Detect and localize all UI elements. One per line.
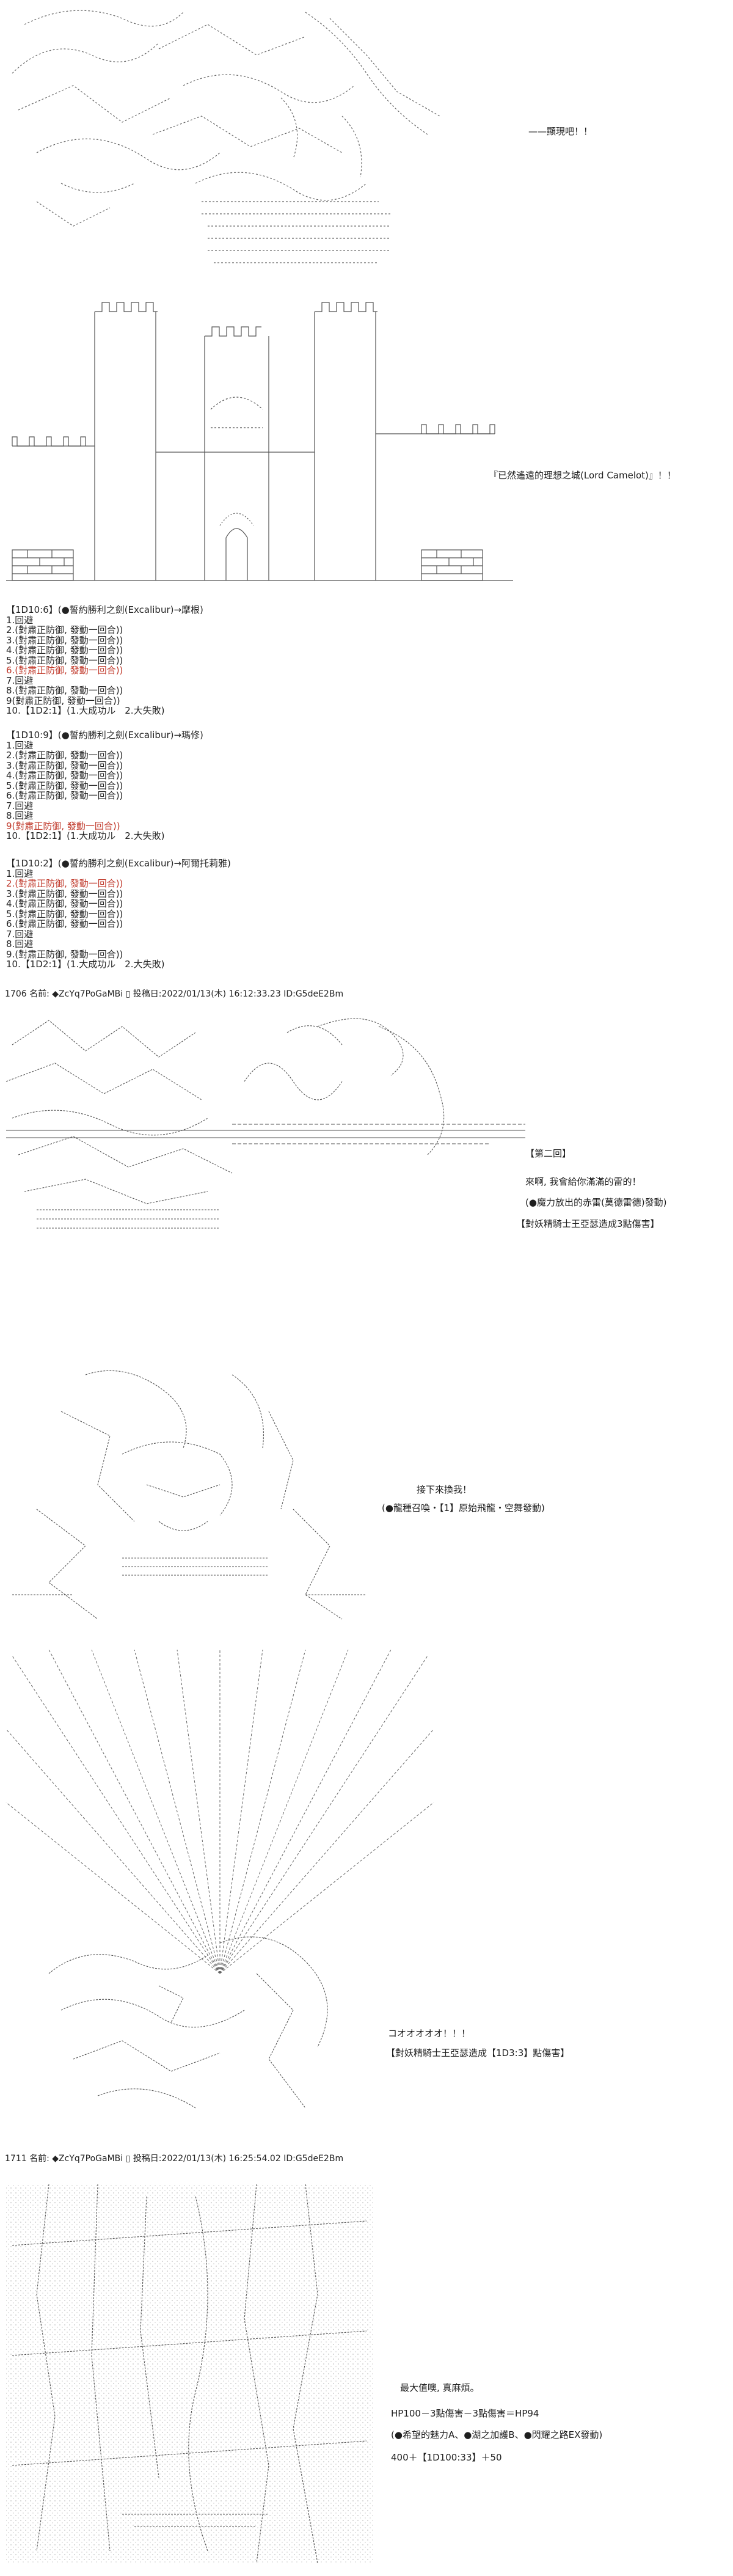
knight-king-figure-icon <box>6 2184 373 2564</box>
roll-option: 3.(對肅正防御, 發動一回合)) <box>6 759 123 771</box>
summoner-skill: (●龍種召喚・【1】原始飛龍・空舞發動) <box>382 1502 545 1513</box>
ascii-art-mordred-thunder <box>0 1008 525 1240</box>
summoner-figure-icon <box>12 1370 366 1620</box>
roll-title: 【1D10:6】(●誓約勝利之劍(Excalibur)→摩根) <box>6 604 203 615</box>
thunder-attack-icon <box>5 1018 525 1229</box>
roll-option: 9(對肅正防御, 發動一回合)) <box>6 695 120 706</box>
ascii-art-fairy-knight-king <box>0 2172 379 2569</box>
roll-option: 7.回避 <box>6 928 34 940</box>
trip-code: ◆ZcYq7PoGaMBi <box>52 2154 123 2164</box>
king-line: 最大值噢, 真麻煩。 <box>400 2382 480 2393</box>
roll-option: 8.(對肅正防御, 發動一回合)) <box>6 685 123 696</box>
roll-option: 2.(對肅正防御, 發動一回合)) <box>6 750 123 761</box>
roll-option: 4.(對肅正防御, 發動一回合)) <box>6 770 123 781</box>
roll-option: 6.(對肅正防御, 發動一回合)) <box>6 790 123 801</box>
roll-option: 7.回避 <box>6 675 34 686</box>
roll-option: 5.(對肅正防御, 發動一回合)) <box>6 908 123 920</box>
trip-code: ◆ZcYq7PoGaMBi <box>52 989 123 999</box>
roll-option: 9.(對肅正防御, 發動一回合)) <box>6 948 123 960</box>
ascii-art-castle <box>0 293 538 599</box>
post-number[interactable]: 1711 <box>5 2154 27 2164</box>
roll-option: 5.(對肅正防御, 發動一回合)) <box>6 780 123 791</box>
post-id[interactable]: ID:G5deE2Bm <box>283 2154 344 2164</box>
roll-option: 3.(對肅正防御, 發動一回合)) <box>6 634 123 646</box>
roll-option: 8.回避 <box>6 939 34 950</box>
roll-option: 5.(對肅正防御, 發動一回合)) <box>6 654 123 666</box>
roll-option: 1.回避 <box>6 739 34 751</box>
roll-option-selected: 6.(對肅正防御, 發動一回合)) <box>6 665 123 676</box>
roll-option: 10.【1D2:1】(1.大成功ル 2.大失敗) <box>6 959 165 970</box>
roll-option: 1.回避 <box>6 868 34 879</box>
date-label: 投稿日: <box>133 2154 162 2164</box>
mail-icon: ▯ <box>125 989 131 999</box>
dragon-icon <box>48 1936 328 2109</box>
post-date: 2022/01/13(木) 16:12:33.23 <box>161 989 281 999</box>
ascii-art-dragon-summoner <box>0 1363 379 1631</box>
roll-option: 4.(對肅正防御, 發動一回合)) <box>6 898 123 909</box>
castle-caption: 『已然遙遠的理想之城(Lord Camelot)』！！ <box>489 470 676 481</box>
ascii-art-figure-summon <box>0 0 464 275</box>
ascii-art-dragon <box>37 1925 379 2132</box>
roll-option: 1.回避 <box>6 614 34 626</box>
roll-option-selected: 2.(對肅正防御, 發動一回合)) <box>6 878 123 889</box>
roll-option: 10.【1D2:1】(1.大成功ル 2.大失敗) <box>6 705 165 716</box>
date-label: 投稿日: <box>133 989 162 999</box>
ascii-art-dragon-roar-burst <box>0 1644 440 1974</box>
roll-title: 【1D10:2】(●誓約勝利之劍(Excalibur)→阿爾托莉雅) <box>6 858 231 869</box>
name-label: 名前: <box>29 2154 49 2164</box>
post-header: 1711 名前: ◆ZcYq7PoGaMBi ▯ 投稿日:2022/01/13(… <box>5 2153 343 2164</box>
roll-option: 10.【1D2:1】(1.大成功ル 2.大失敗) <box>6 830 165 841</box>
castle-icon <box>6 302 513 581</box>
roll-option: 8.回避 <box>6 810 34 821</box>
mordred-line: 來啊, 我會給你滿滿的雷的！ <box>525 1176 641 1187</box>
roll-option-selected: 9(對肅正防御, 發動一回合)) <box>6 820 120 832</box>
burst-effect-icon <box>5 1649 434 1974</box>
mordred-damage: 【對妖精騎士王亞瑟造成3點傷害】 <box>516 1218 660 1229</box>
roll-option: 3.(對肅正防御, 發動一回合)) <box>6 888 123 899</box>
mordred-skill: (●魔力放出的赤雷(莫德雷德)發動) <box>525 1197 667 1208</box>
roll-option: 2.(對肅正防御, 發動一回合)) <box>6 624 123 635</box>
roll-block-morgan: 【1D10:6】(●誓約勝利之劍(Excalibur)→摩根) 1.回避 2.(… <box>6 605 203 716</box>
roll-option: 4.(對肅正防御, 發動一回合)) <box>6 645 123 656</box>
hp-calculation: HP100－3點傷害－3點傷害＝HP94 <box>391 2408 539 2419</box>
name-label: 名前: <box>29 989 49 999</box>
post-number[interactable]: 1706 <box>5 989 27 999</box>
post-date: 2022/01/13(木) 16:25:54.02 <box>161 2154 281 2164</box>
roll-block-altria: 【1D10:2】(●誓約勝利之劍(Excalibur)→阿爾托莉雅) 1.回避 … <box>6 858 231 970</box>
king-skills: (●希望的魅力A、●湖之加護B、●閃耀之路EX發動) <box>391 2429 603 2440</box>
post-header: 1706 名前: ◆ZcYq7PoGaMBi ▯ 投稿日:2022/01/13(… <box>5 989 343 1000</box>
ascii-art-figure-icon <box>12 10 440 263</box>
summon-shout: ——顯現吧！！ <box>528 126 593 137</box>
mail-icon: ▯ <box>125 2154 131 2164</box>
damage-formula: 400＋【1D100:33】＋50 <box>391 2452 502 2463</box>
roll-block-mash: 【1D10:9】(●誓約勝利之劍(Excalibur)→瑪修) 1.回避 2.(… <box>6 730 203 841</box>
post-id[interactable]: ID:G5deE2Bm <box>283 989 344 999</box>
roll-title: 【1D10:9】(●誓約勝利之劍(Excalibur)→瑪修) <box>6 730 203 741</box>
summoner-line: 接下來換我！ <box>417 1484 472 1495</box>
dragon-roar: コオオオオオ！！！ <box>388 2028 471 2039</box>
roll-option: 7.回避 <box>6 800 34 811</box>
roll-option: 6.(對肅正防御, 發動一回合)) <box>6 918 123 929</box>
round-label: 【第二回】 <box>525 1148 572 1159</box>
dragon-damage: 【對妖精騎士王亞瑟造成【1D3:3】點傷害】 <box>386 2047 570 2058</box>
